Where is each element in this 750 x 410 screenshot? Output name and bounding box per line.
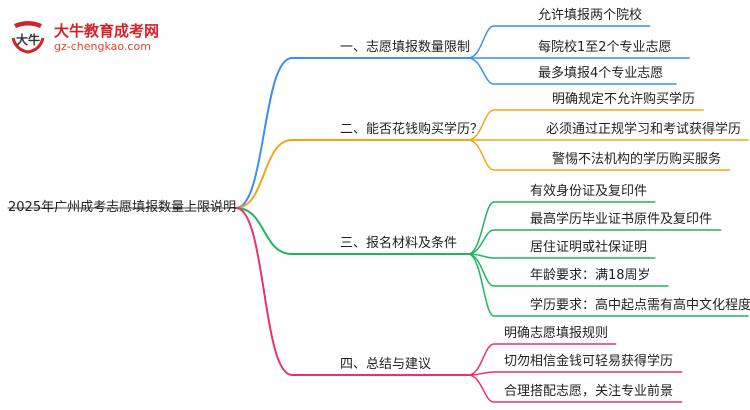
branch-label-4: 四、总结与建议 (340, 357, 432, 372)
leaf-connector-3-5 (467, 253, 749, 317)
leaf-label-3-2: 最高学历毕业证书原件及复印件 (530, 212, 713, 227)
leaf-label-3-1: 有效身份证及复印件 (530, 184, 648, 199)
leaf-connector-4-3 (467, 374, 683, 403)
branch-connector-1 (235, 57, 469, 209)
site-logo[interactable]: 大牛 大牛教育成考网 gz-chengkao.com (8, 16, 168, 56)
leaf-label-3-4: 年龄要求：满18周岁 (530, 268, 651, 283)
leaf-label-2-1: 明确规定不允许购买学历 (552, 92, 696, 107)
leaf-label-2-3: 警惕不法机构的学历购买服务 (552, 152, 722, 167)
leaf-label-2-2: 必须通过正规学习和考试获得学历 (546, 122, 742, 137)
root-node-label: 2025年广州成考志愿填报数量上限说明 (8, 200, 237, 215)
logo-url: gz-chengkao.com (54, 40, 151, 53)
leaf-connector-3-1 (467, 201, 656, 255)
branch-label-2: 二、能否花钱购买学历？ (340, 122, 484, 137)
leaf-label-1-2: 每院校1至2个专业志愿 (538, 40, 672, 55)
branch-label-3: 三、报名材料及条件 (340, 236, 458, 251)
leaf-label-4-3: 合理搭配志愿，关注专业前景 (504, 384, 674, 399)
leaf-connector-1-3 (467, 57, 677, 85)
leaf-label-4-1: 明确志愿填报规则 (504, 326, 609, 341)
leaf-label-3-3: 居住证明或社保证明 (530, 240, 648, 255)
logo-name: 大牛教育成考网 (54, 22, 160, 40)
leaf-label-4-2: 切勿相信金钱可轻易获得学历 (504, 354, 674, 369)
leaf-connector-3-2 (467, 229, 722, 255)
leaf-connector-1-1 (467, 25, 651, 59)
branch-connector-3 (235, 207, 469, 255)
leaf-label-1-3: 最多填报4个专业志愿 (538, 66, 664, 81)
leaf-connector-2-1 (467, 109, 704, 141)
leaf-label-3-5: 学历要求：高中起点需有高中文化程度 (530, 298, 750, 313)
branch-connector-4 (235, 207, 469, 376)
leaf-label-1-1: 允许填报两个院校 (538, 8, 643, 23)
branch-label-1: 一、志愿填报数量限制 (340, 40, 471, 55)
leaf-connector-4-2 (467, 371, 683, 376)
leaf-connector-4-1 (467, 343, 617, 376)
branch-connector-2 (235, 139, 469, 209)
logo-mark-icon: 大牛 (11, 21, 45, 54)
logo-mark-text: 大牛 (16, 32, 40, 47)
leaf-connector-2-3 (467, 139, 731, 171)
